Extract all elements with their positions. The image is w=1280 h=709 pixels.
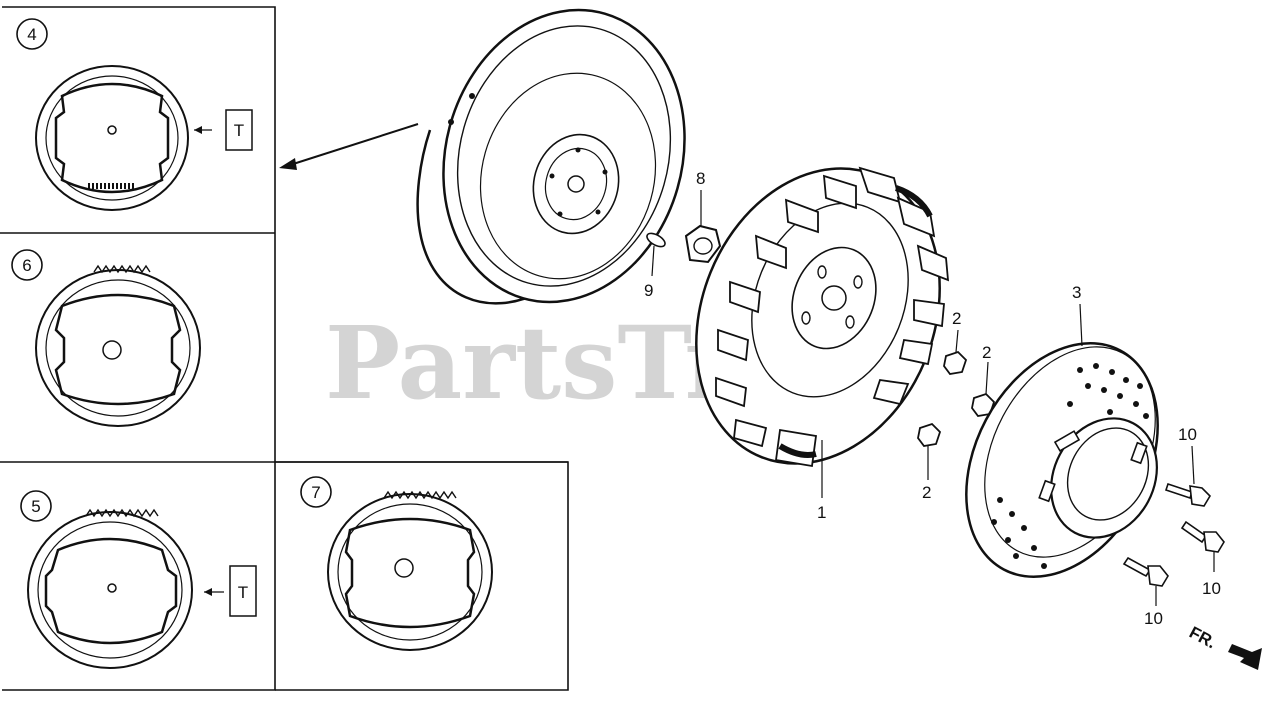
woodruff-key	[646, 232, 666, 248]
callout-circle-5: 5	[20, 490, 52, 522]
inset-flywheel-6: 6	[11, 249, 201, 427]
collar-lower	[917, 422, 942, 447]
callout-9: 9	[644, 281, 653, 300]
front-direction-label: FR.	[1186, 623, 1219, 653]
callout-10-lower: 10	[1144, 609, 1163, 628]
callout-2-middle: 2	[982, 343, 991, 362]
collar-upper	[943, 350, 968, 375]
bolt-upper	[1164, 482, 1212, 507]
callout-2-lower: 2	[922, 483, 931, 502]
front-direction-arrow-icon	[1228, 644, 1262, 670]
callout-3: 3	[1072, 283, 1081, 302]
inset-frames	[0, 6, 569, 691]
flywheel-nut	[684, 224, 722, 264]
callout-10-right: 10	[1202, 579, 1221, 598]
t-mark-top-label: T	[234, 121, 244, 140]
starter-pulley	[965, 342, 1159, 578]
callout-1: 1	[817, 503, 826, 522]
t-mark-top: T	[225, 109, 253, 151]
callout-7-label: 7	[311, 483, 320, 502]
flywheel-main	[407, 8, 686, 309]
inset-flywheel-5: 5 T	[20, 490, 257, 669]
callout-4-label: 4	[27, 25, 36, 44]
callout-circle-4: 4	[16, 18, 48, 50]
inset-leader-arrow	[279, 123, 419, 170]
t-mark-bottom-label: T	[238, 583, 248, 602]
inset-frame-right	[275, 461, 569, 691]
inset-flywheel-7: 7	[300, 476, 493, 651]
callout-6-label: 6	[22, 256, 31, 275]
inset-frame-left	[2, 6, 276, 691]
bolt-right	[1180, 520, 1225, 553]
callout-10-upper: 10	[1178, 425, 1197, 444]
callout-circle-6: 6	[11, 249, 43, 281]
t-mark-bottom: T	[229, 565, 257, 617]
callout-2-upper: 2	[952, 309, 961, 328]
part-callouts: 8 9 1 2 2 2 3 10 10 10	[644, 169, 1221, 628]
cooling-fan	[695, 166, 950, 468]
callout-8: 8	[696, 169, 705, 188]
inset-flywheel-4: 4 T	[16, 18, 253, 211]
callout-circle-7: 7	[300, 476, 332, 508]
bolt-lower	[1122, 556, 1169, 587]
callout-5-label: 5	[31, 497, 40, 516]
